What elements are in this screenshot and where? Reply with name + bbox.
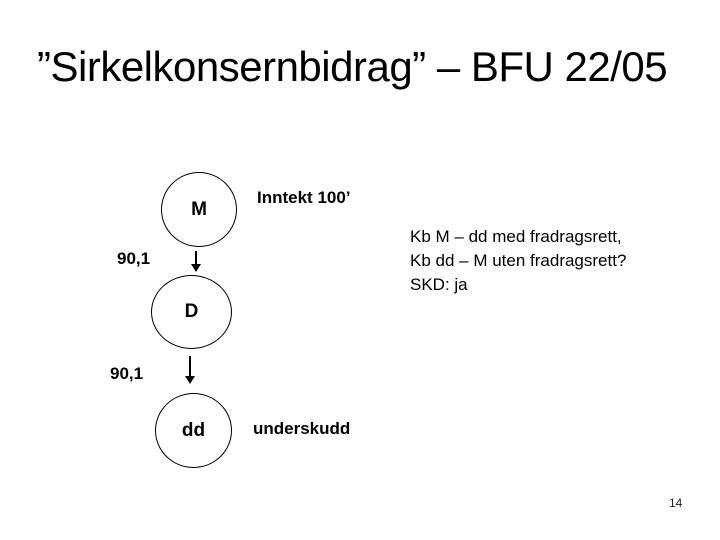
arrow-shaft	[195, 251, 197, 264]
arrow-shaft	[189, 356, 191, 376]
diagram-node-dd: dd	[155, 393, 232, 468]
edge-label-d-dd: 90,1	[110, 364, 144, 383]
diagram-node-m: M	[161, 172, 237, 247]
node-d-label: D	[184, 301, 199, 322]
arrow-down-icon	[190, 251, 202, 272]
slide-title: ”Sirkelkonsernbidrag” – BFU 22/05	[37, 43, 668, 90]
node-m-label: M	[191, 198, 207, 220]
arrow-down-icon	[184, 356, 196, 384]
note-line-1: Kb M – dd med fradragsrett,	[410, 227, 622, 246]
arrow-head	[185, 376, 195, 384]
note-block: Kb M – dd med fradragsrett, Kb dd – M ut…	[410, 225, 626, 297]
edge-label-m-d: 90,1	[117, 249, 151, 268]
diagram-node-d: D	[151, 275, 232, 349]
arrow-head	[191, 264, 201, 272]
node-dd-label: dd	[181, 419, 206, 441]
slide-page-number: 14	[669, 496, 683, 510]
annotation-inntekt: Inntekt 100’	[257, 188, 351, 207]
annotation-underskudd: underskudd	[253, 419, 351, 438]
note-line-2: Kb dd – M uten fradragsrett?	[410, 251, 627, 270]
note-line-3: SKD: ja	[410, 275, 468, 294]
